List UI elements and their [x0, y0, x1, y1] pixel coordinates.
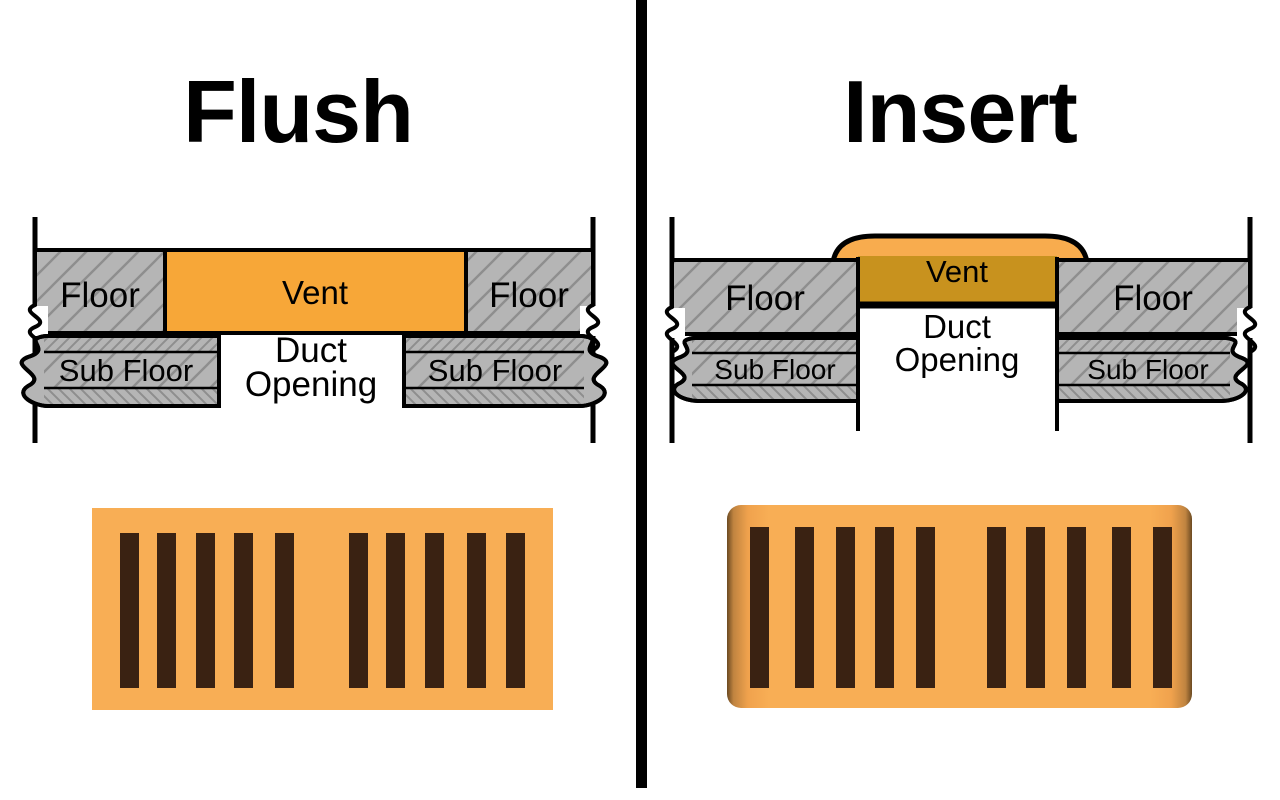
flush-right-break-squiggle — [585, 303, 601, 352]
flush-subfloor-right-top-band — [404, 336, 584, 352]
grille-slat — [987, 527, 1006, 688]
flush-subfloor-left-bottom-band — [44, 388, 219, 406]
grille-slat — [157, 533, 176, 688]
flush-vent — [163, 248, 468, 335]
insert-subfloor-right — [1055, 336, 1250, 403]
insert-subfloor-left-bottom-band — [692, 385, 858, 401]
insert-floor-left-label: Floor — [725, 279, 805, 318]
flush-floor-left-label: Floor — [60, 276, 140, 315]
flush-subfloor-right — [402, 334, 609, 408]
flush-subfloor-right-label: Sub Floor — [428, 353, 562, 388]
insert-subfloor-right-label: Sub Floor — [1087, 354, 1208, 385]
flush-cross-section: Floor Vent Floor Sub Floor Duct Opening … — [19, 217, 609, 443]
insert-subfloor-left-mid-band — [692, 353, 858, 385]
insert-duct-label-line1: Duct — [923, 308, 991, 345]
flush-floor-left — [33, 248, 167, 335]
insert-vent-body — [858, 256, 1057, 303]
grille-slat — [875, 527, 894, 688]
grille-slat — [349, 533, 368, 688]
flush-subfloor-left — [19, 334, 221, 408]
flush-grille — [92, 508, 553, 710]
grille-slat — [425, 533, 444, 688]
insert-left-break-mask — [659, 308, 685, 338]
insert-title: Insert — [843, 62, 1078, 161]
flush-floor-right — [464, 248, 595, 335]
grille-slat — [1112, 527, 1131, 688]
grille-slat — [275, 533, 294, 688]
insert-right-break-mask — [1237, 308, 1263, 338]
grille-slat — [836, 527, 855, 688]
flush-subfloor-left-top-band — [44, 336, 219, 352]
insert-right-break-squiggle — [1242, 305, 1258, 354]
flush-duct-label-line2: Opening — [245, 365, 377, 404]
grille-slat — [1026, 527, 1045, 688]
insert-grille — [727, 505, 1192, 708]
insert-cross-section: Floor Vent Floor Sub Floor Duct Opening … — [659, 217, 1263, 443]
grille-slat — [386, 533, 405, 688]
grille-slat — [120, 533, 139, 688]
insert-subfloor-left-label: Sub Floor — [714, 354, 835, 385]
insert-subfloor-right-top-band — [1057, 338, 1230, 353]
flush-subfloor-right-bottom-band — [404, 388, 584, 406]
insert-subfloor-left-top-band — [692, 338, 858, 353]
flush-left-break-mask — [22, 306, 48, 336]
grille-slat — [916, 527, 935, 688]
insert-floor-right — [1055, 258, 1252, 336]
insert-floor-left — [670, 258, 860, 336]
flush-subfloor-right-mid-band — [404, 352, 584, 388]
flush-subfloor-left-label: Sub Floor — [59, 353, 193, 388]
insert-floor-right-label: Floor — [1113, 279, 1193, 318]
grille-slat — [1067, 527, 1086, 688]
center-divider-line — [636, 0, 647, 788]
flush-floor-right-label: Floor — [489, 276, 569, 315]
insert-vent-cap — [830, 233, 1090, 265]
grille-slat — [506, 533, 525, 688]
flush-title: Flush — [183, 62, 414, 161]
flush-right-break-mask — [580, 306, 606, 336]
grille-slat — [1153, 527, 1172, 688]
insert-subfloor-left — [670, 336, 860, 403]
grille-slat — [196, 533, 215, 688]
insert-left-break-squiggle — [664, 305, 680, 354]
insert-subfloor-right-mid-band — [1057, 353, 1230, 385]
grille-slat — [234, 533, 253, 688]
flush-subfloor-left-mid-band — [44, 352, 219, 388]
insert-subfloor-right-bottom-band — [1057, 385, 1230, 401]
grille-slat — [467, 533, 486, 688]
grille-slat — [795, 527, 814, 688]
grille-slat — [750, 527, 769, 688]
insert-duct-label-line2: Opening — [895, 341, 1020, 378]
insert-vent-label: Vent — [926, 254, 988, 289]
flush-vent-label: Vent — [282, 274, 348, 311]
flush-duct-label-line1: Duct — [275, 331, 347, 370]
